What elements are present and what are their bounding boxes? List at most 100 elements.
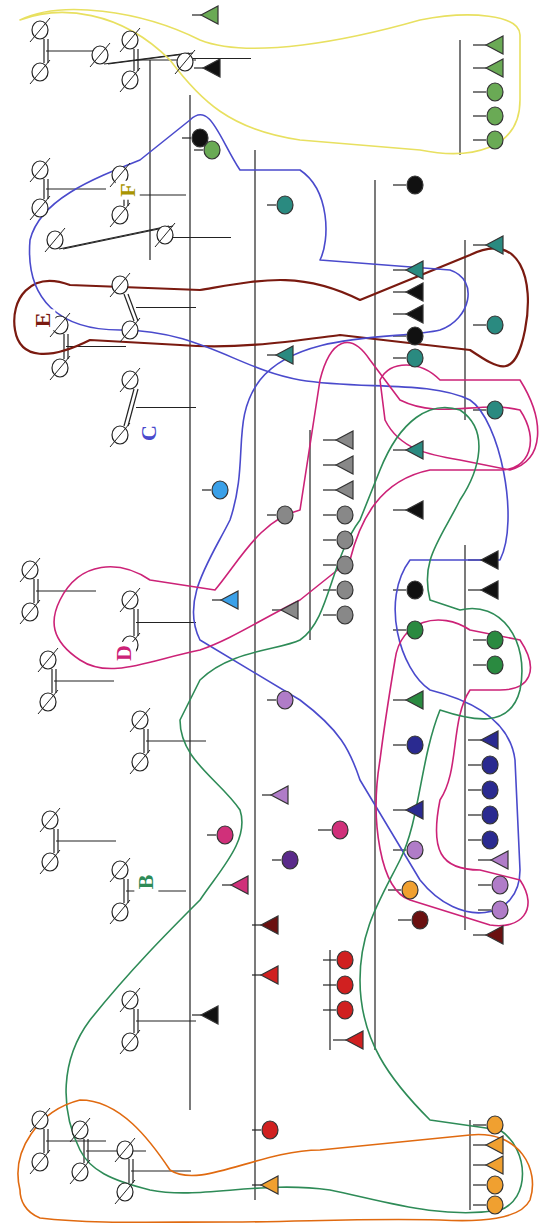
descent-line xyxy=(191,58,251,59)
deceased-slash xyxy=(30,18,50,42)
deceased-slash xyxy=(40,850,60,874)
descent-line xyxy=(388,889,401,890)
deceased-slash xyxy=(120,28,140,52)
person-circle xyxy=(337,951,353,969)
descent-line xyxy=(473,67,486,68)
person-circle xyxy=(492,876,508,894)
person-circle xyxy=(412,911,428,929)
person-triangle xyxy=(261,966,278,984)
descent-line xyxy=(468,814,481,815)
person-triangle xyxy=(486,1156,503,1174)
descent-line xyxy=(473,324,486,325)
person-circle xyxy=(487,107,503,125)
descent-line xyxy=(468,789,481,790)
deceased-slash xyxy=(110,203,130,227)
descent-line xyxy=(222,884,231,885)
person-triangle xyxy=(281,601,298,619)
descent-line xyxy=(323,959,336,960)
descent-line xyxy=(478,859,491,860)
person-circle xyxy=(277,506,293,524)
person-triangle xyxy=(203,59,220,77)
mating-line xyxy=(53,829,54,853)
sibship-line xyxy=(329,950,330,1050)
deceased-slash xyxy=(120,1030,140,1054)
descent-line xyxy=(473,934,486,935)
descent-line xyxy=(252,1184,261,1185)
descent-line xyxy=(393,509,406,510)
mating-line xyxy=(51,669,52,693)
deceased-slash xyxy=(50,356,70,380)
person-circle xyxy=(407,176,423,194)
deceased-slash xyxy=(120,988,140,1012)
descent-line xyxy=(323,439,336,440)
descent-line xyxy=(468,839,481,840)
mating-line xyxy=(143,729,144,753)
descent-line xyxy=(393,313,406,314)
person-circle xyxy=(487,83,503,101)
descent-line xyxy=(473,1124,486,1125)
person-circle xyxy=(277,691,293,709)
person-circle xyxy=(212,481,228,499)
person-circle xyxy=(487,1176,503,1194)
person-triangle xyxy=(261,916,278,934)
person-triangle xyxy=(406,691,423,709)
descent-line xyxy=(393,184,406,185)
descent-line xyxy=(393,449,406,450)
person-circle xyxy=(407,736,423,754)
person-triangle xyxy=(201,1006,218,1024)
deceased-slash xyxy=(30,60,50,84)
descent-line xyxy=(473,1164,486,1165)
person-triangle xyxy=(481,581,498,599)
person-triangle xyxy=(231,876,248,894)
person-triangle xyxy=(481,551,498,569)
person-triangle xyxy=(486,926,503,944)
descent-line xyxy=(478,884,491,885)
person-circle xyxy=(487,401,503,419)
sibship-line xyxy=(464,545,465,930)
mating-line xyxy=(128,1159,129,1183)
person-circle xyxy=(482,806,498,824)
person-triangle xyxy=(406,305,423,323)
person-triangle xyxy=(406,441,423,459)
descent-line xyxy=(323,614,336,615)
descent-line xyxy=(182,137,191,138)
person-triangle xyxy=(491,851,508,869)
person-circle xyxy=(407,581,423,599)
descent-line xyxy=(136,622,196,623)
person-circle xyxy=(487,656,503,674)
sibship-line xyxy=(459,40,460,155)
descent-line xyxy=(473,44,486,45)
person-circle xyxy=(262,1121,278,1139)
descent-line xyxy=(323,564,336,565)
person-triangle xyxy=(336,431,353,449)
sibship-line xyxy=(469,1120,470,1210)
person-circle xyxy=(487,1196,503,1214)
person-triangle xyxy=(486,236,503,254)
descent-line xyxy=(212,599,221,600)
descent-line xyxy=(393,357,406,358)
group-letter: C xyxy=(137,422,161,444)
person-triangle xyxy=(201,6,218,24)
descent-line xyxy=(323,984,336,985)
person-triangle xyxy=(221,591,238,609)
mating-line xyxy=(43,179,44,199)
descent-line xyxy=(468,739,481,740)
descent-line xyxy=(262,794,271,795)
descent-line xyxy=(136,307,196,308)
person-circle xyxy=(337,606,353,624)
person-circle xyxy=(192,129,208,147)
person-triangle xyxy=(486,36,503,54)
descent-line xyxy=(393,291,406,292)
deceased-slash xyxy=(115,1138,135,1162)
descent-line xyxy=(473,664,486,665)
group-outline-f xyxy=(20,10,520,154)
descent-line xyxy=(194,149,203,150)
deceased-slash xyxy=(30,196,50,220)
descent-line xyxy=(56,840,116,841)
deceased-slash xyxy=(70,1160,90,1184)
mating-line xyxy=(133,1009,134,1033)
group-outline-d xyxy=(54,343,538,926)
sibship-line xyxy=(149,60,150,260)
person-circle xyxy=(217,826,233,844)
person-triangle xyxy=(346,1031,363,1049)
